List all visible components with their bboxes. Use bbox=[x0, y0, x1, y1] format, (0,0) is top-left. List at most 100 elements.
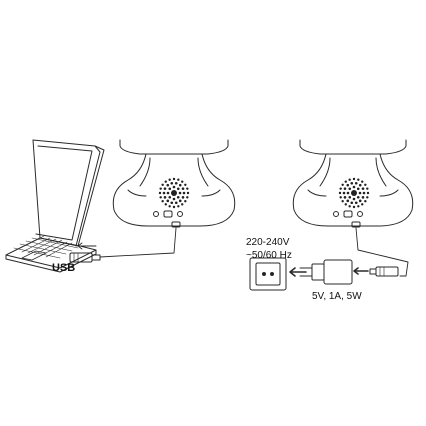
speaker-hole bbox=[178, 183, 182, 187]
speaker-hole bbox=[339, 187, 342, 190]
speaker-hole bbox=[159, 196, 162, 199]
laptop-icon bbox=[5, 139, 105, 273]
speaker-hole bbox=[168, 205, 171, 208]
speaker-hole bbox=[361, 196, 365, 199]
speaker-hole bbox=[168, 187, 172, 191]
speaker-hole bbox=[170, 181, 174, 185]
speaker-hole bbox=[184, 200, 187, 203]
speaker-hole bbox=[346, 183, 350, 187]
speaker-hole bbox=[184, 183, 187, 186]
speaker-hole bbox=[346, 191, 350, 195]
speaker-hole bbox=[177, 178, 180, 181]
speaker-hole bbox=[158, 191, 162, 195]
speaker-hole bbox=[172, 185, 176, 189]
power-adapter-icon bbox=[299, 259, 353, 285]
speaker-hole bbox=[174, 181, 178, 185]
speaker-hole bbox=[341, 200, 344, 203]
speaker-hole bbox=[361, 203, 364, 206]
speaker-hole bbox=[354, 181, 358, 185]
speaker-hole bbox=[166, 183, 170, 187]
speaker-hole bbox=[166, 199, 170, 203]
speaker-hole bbox=[164, 203, 167, 206]
speaker-hole bbox=[181, 203, 184, 206]
speaker-hole bbox=[181, 187, 185, 190]
speaker-hole bbox=[176, 195, 180, 199]
speaker-hole bbox=[172, 177, 176, 181]
speaker-hole bbox=[357, 178, 360, 181]
speaker-hole bbox=[348, 187, 352, 191]
speaker-hole bbox=[177, 205, 180, 208]
charging-cable bbox=[355, 227, 409, 277]
speaker-hole bbox=[350, 181, 354, 185]
usb-plug-icon bbox=[369, 266, 399, 277]
speaker-hole bbox=[358, 199, 362, 203]
speaker-hole bbox=[364, 200, 367, 203]
speaker-icon bbox=[158, 177, 190, 209]
speaker-hole bbox=[343, 196, 347, 199]
speaker-hole bbox=[342, 191, 346, 195]
speaker-hole bbox=[352, 205, 356, 209]
speaker-hole bbox=[366, 187, 369, 190]
speaker-hole bbox=[364, 183, 367, 186]
speaker-hole bbox=[166, 191, 170, 195]
speaker-hole bbox=[172, 205, 176, 209]
speaker-hole bbox=[161, 200, 164, 203]
speaker-hole bbox=[162, 191, 166, 195]
speaker-hole bbox=[354, 201, 358, 205]
speaker-hole bbox=[341, 183, 344, 186]
usb-plug-icon bbox=[69, 252, 101, 263]
usb-label: USB bbox=[52, 262, 76, 274]
speaker-hole bbox=[356, 195, 360, 199]
speaker-hole bbox=[181, 196, 185, 199]
speaker-hole bbox=[178, 199, 182, 203]
speaker-hole bbox=[163, 196, 167, 199]
speaker-hole bbox=[182, 191, 186, 195]
speaker-hole bbox=[338, 191, 342, 195]
speaker-hole bbox=[346, 199, 350, 203]
speaker-hole bbox=[186, 196, 189, 199]
speaker-hole bbox=[361, 187, 365, 190]
speaker-hole bbox=[358, 191, 362, 195]
speaker-hole bbox=[352, 185, 356, 189]
speaker-hole bbox=[344, 180, 347, 183]
speaker-hole bbox=[163, 187, 167, 190]
speaker-hole bbox=[348, 195, 352, 199]
speaker-hole bbox=[168, 178, 171, 181]
toy-back-icon bbox=[112, 139, 236, 228]
speaker-hole bbox=[352, 197, 356, 201]
arrow-left-icon bbox=[77, 242, 97, 250]
speaker-hole bbox=[356, 187, 360, 191]
speaker-hole bbox=[366, 196, 369, 199]
speaker-hole bbox=[181, 180, 184, 183]
speaker-hole bbox=[161, 183, 164, 186]
speaker-hole bbox=[168, 195, 172, 199]
speaker-hole bbox=[362, 191, 366, 195]
usb-cable bbox=[99, 227, 177, 258]
speaker-hole bbox=[358, 183, 362, 187]
speaker-icon bbox=[338, 177, 370, 209]
speaker-hole bbox=[344, 203, 347, 206]
speaker-hole bbox=[159, 187, 162, 190]
wall-socket-icon bbox=[249, 257, 287, 291]
speaker-hole bbox=[348, 205, 351, 208]
speaker-hole bbox=[350, 201, 354, 205]
speaker-hole bbox=[186, 187, 189, 190]
speaker-hole bbox=[348, 178, 351, 181]
speaker-hole bbox=[186, 191, 190, 195]
speaker-hole bbox=[352, 177, 356, 181]
speaker-hole bbox=[339, 196, 342, 199]
speaker-hole bbox=[357, 205, 360, 208]
speaker-hole bbox=[366, 191, 370, 195]
speaker-hole bbox=[361, 180, 364, 183]
speaker-hole bbox=[176, 187, 180, 191]
voltage-line-2: ~50/60 Hz bbox=[246, 250, 292, 261]
speaker-hole bbox=[164, 180, 167, 183]
voltage-line-1: 220-240V bbox=[246, 237, 290, 248]
speaker-hole bbox=[178, 191, 182, 195]
voltage-label: 220-240V ~50/60 Hz bbox=[246, 236, 292, 262]
arrow-left-icon bbox=[289, 267, 307, 277]
arrow-left-icon bbox=[353, 267, 369, 275]
speaker-hole bbox=[174, 201, 178, 205]
toy-back-icon bbox=[292, 139, 414, 228]
